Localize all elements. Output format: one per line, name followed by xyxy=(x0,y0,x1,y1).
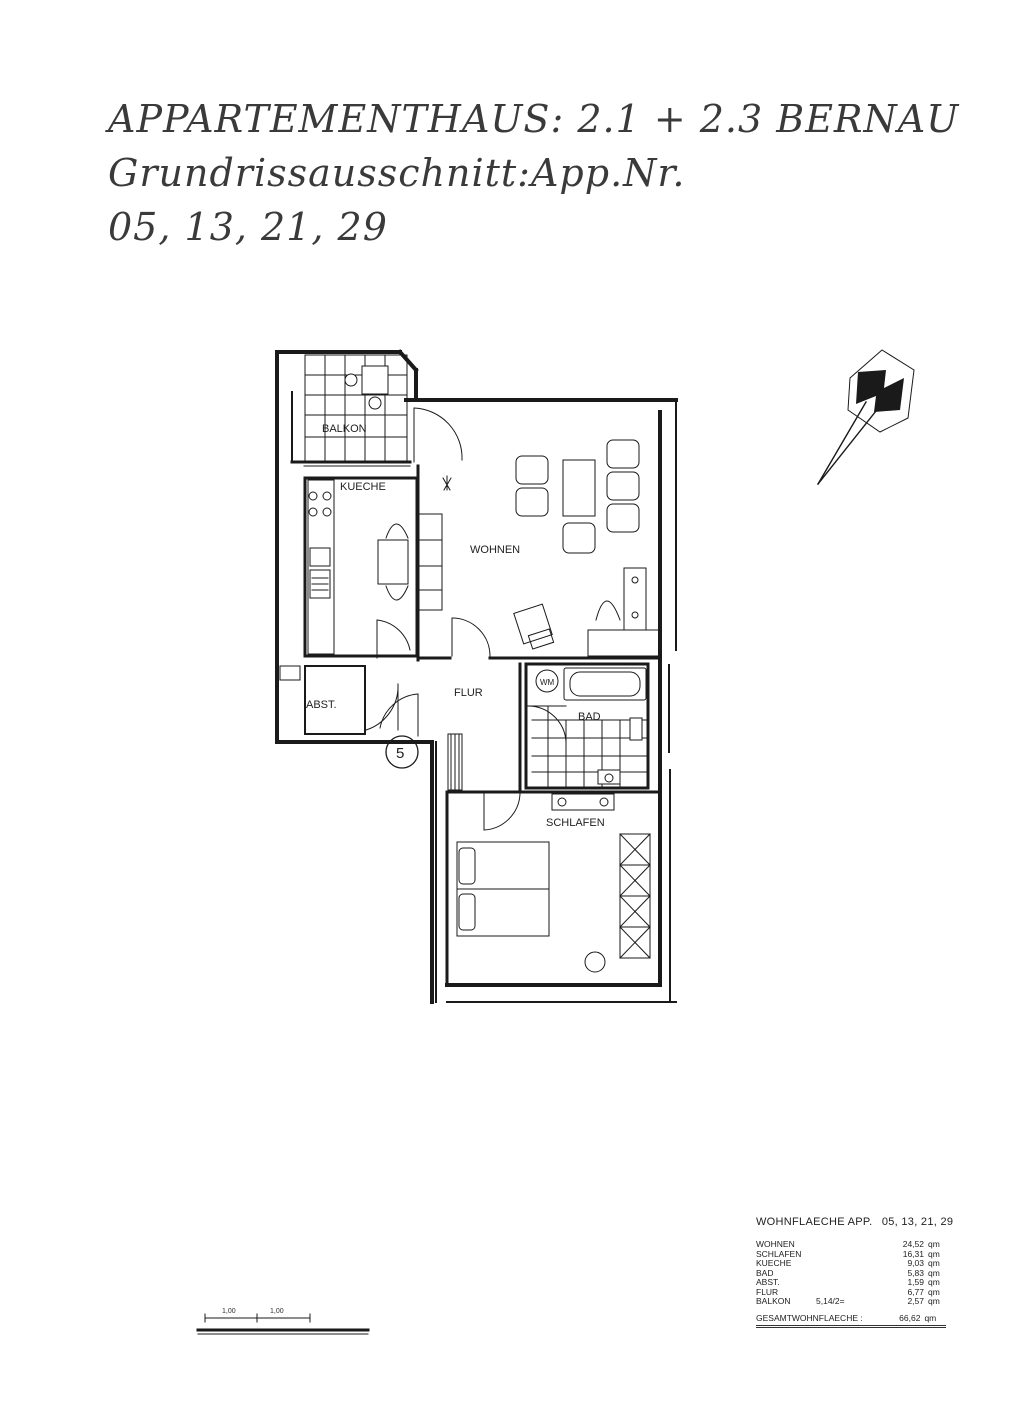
area-table-title-prefix: WOHNFLAECHE APP. xyxy=(756,1216,873,1228)
title-building: APPARTEMENTHAUS: 2.1 + 2.3 BERNAU xyxy=(108,97,960,141)
entrance-marker xyxy=(385,735,419,769)
area-total-value: 66,62 xyxy=(899,1312,921,1323)
area-row: FLUR 6,77 qm xyxy=(756,1286,976,1298)
area-row-note xyxy=(816,1259,876,1269)
area-row-name: FLUR xyxy=(756,1286,779,1297)
area-row: ABST. 1,59 qm xyxy=(756,1277,976,1288)
area-row-value: 1,59 xyxy=(907,1277,924,1287)
area-table: WOHNFLAECHE APP. 05, 13, 21, 29 WOHNEN 2… xyxy=(756,1216,976,1328)
bathroom xyxy=(524,662,650,790)
area-row-value: 24,52 xyxy=(902,1239,924,1249)
outer-walls xyxy=(275,349,678,1004)
area-row-value: 2,57 xyxy=(907,1296,924,1306)
area-row-note xyxy=(816,1240,876,1250)
bedroom xyxy=(445,790,662,973)
scale-bar xyxy=(196,1313,370,1335)
room-label-flur: FLUR xyxy=(454,687,483,699)
area-row-note xyxy=(816,1269,876,1279)
room-label-wm: WM xyxy=(540,678,555,687)
area-row-note xyxy=(816,1278,876,1288)
area-row-value: 9,03 xyxy=(907,1258,924,1268)
area-total-unit: qm xyxy=(924,1312,937,1323)
area-total-row: GESAMTWOHNFLAECHE : 66,62 qm xyxy=(756,1313,946,1328)
adjacent-walls xyxy=(291,391,677,1003)
scale-label-2: 1,00 xyxy=(270,1308,284,1315)
area-row-name: SCHLAFEN xyxy=(756,1248,802,1259)
area-row-value: 16,31 xyxy=(902,1248,924,1259)
room-label-schlafen: SCHLAFEN xyxy=(546,817,605,829)
kitchen xyxy=(303,476,443,658)
area-row-unit: qm xyxy=(928,1258,940,1268)
area-row-unit: qm xyxy=(928,1286,940,1297)
area-table-title-numbers: 05, 13, 21, 29 xyxy=(881,1216,954,1228)
area-row-name: BALKON xyxy=(756,1296,791,1306)
area-row-name: BAD xyxy=(756,1267,774,1278)
room-label-bad: BAD xyxy=(578,711,601,723)
room-label-kueche: KUECHE xyxy=(340,481,386,493)
north-letter: N xyxy=(870,411,871,413)
room-label-abst: ABST. xyxy=(306,699,337,711)
title-subtitle: Grundrissausschnitt:App.Nr. xyxy=(108,151,686,195)
area-row-note xyxy=(816,1250,876,1260)
room-label-balkon: BALKON xyxy=(322,423,367,435)
area-row: KUECHE 9,03 qm xyxy=(756,1258,976,1269)
north-arrow-icon xyxy=(817,349,915,485)
balcony-door xyxy=(413,407,463,463)
area-row-unit: qm xyxy=(928,1267,940,1278)
room-label-wohnen: WOHNEN xyxy=(470,544,520,556)
area-row: BAD 5,83 qm xyxy=(756,1267,976,1279)
area-row-note: 5,14/2= xyxy=(816,1296,845,1306)
area-row-name: WOHNEN xyxy=(756,1239,795,1249)
area-row-name: ABST. xyxy=(756,1277,780,1287)
area-total-label: GESAMTWOHNFLAECHE : xyxy=(756,1312,863,1323)
area-row-value: 5,83 xyxy=(907,1267,924,1278)
area-row-unit: qm xyxy=(928,1277,940,1287)
living-room-furniture xyxy=(442,439,661,657)
title-apartment-numbers: 05, 13, 21, 29 xyxy=(108,205,388,249)
area-table-title: WOHNFLAECHE APP. 05, 13, 21, 29 xyxy=(756,1216,976,1228)
area-row-unit: qm xyxy=(928,1239,940,1249)
area-row: BALKON 5,14/2= 2,57 qm xyxy=(756,1296,976,1307)
kitchen-door xyxy=(376,619,411,659)
wohnen-door xyxy=(451,617,491,657)
title-block: APPARTEMENTHAUS: 2.1 + 2.3 BERNAU Grundr… xyxy=(108,92,960,254)
scale-label-1: 1,00 xyxy=(222,1308,236,1315)
area-row-value: 6,77 xyxy=(907,1286,924,1297)
shaft-hatch xyxy=(447,733,463,791)
balcony xyxy=(290,354,412,467)
area-row-name: KUECHE xyxy=(756,1258,792,1268)
entrance-door xyxy=(379,693,419,737)
storage-room xyxy=(279,665,399,735)
area-row-unit: qm xyxy=(928,1248,940,1259)
area-row-unit: qm xyxy=(928,1296,940,1306)
entrance-number: 5 xyxy=(396,745,404,762)
area-row: WOHNEN 24,52 qm xyxy=(756,1239,976,1250)
area-row: SCHLAFEN 16,31 qm xyxy=(756,1248,976,1260)
